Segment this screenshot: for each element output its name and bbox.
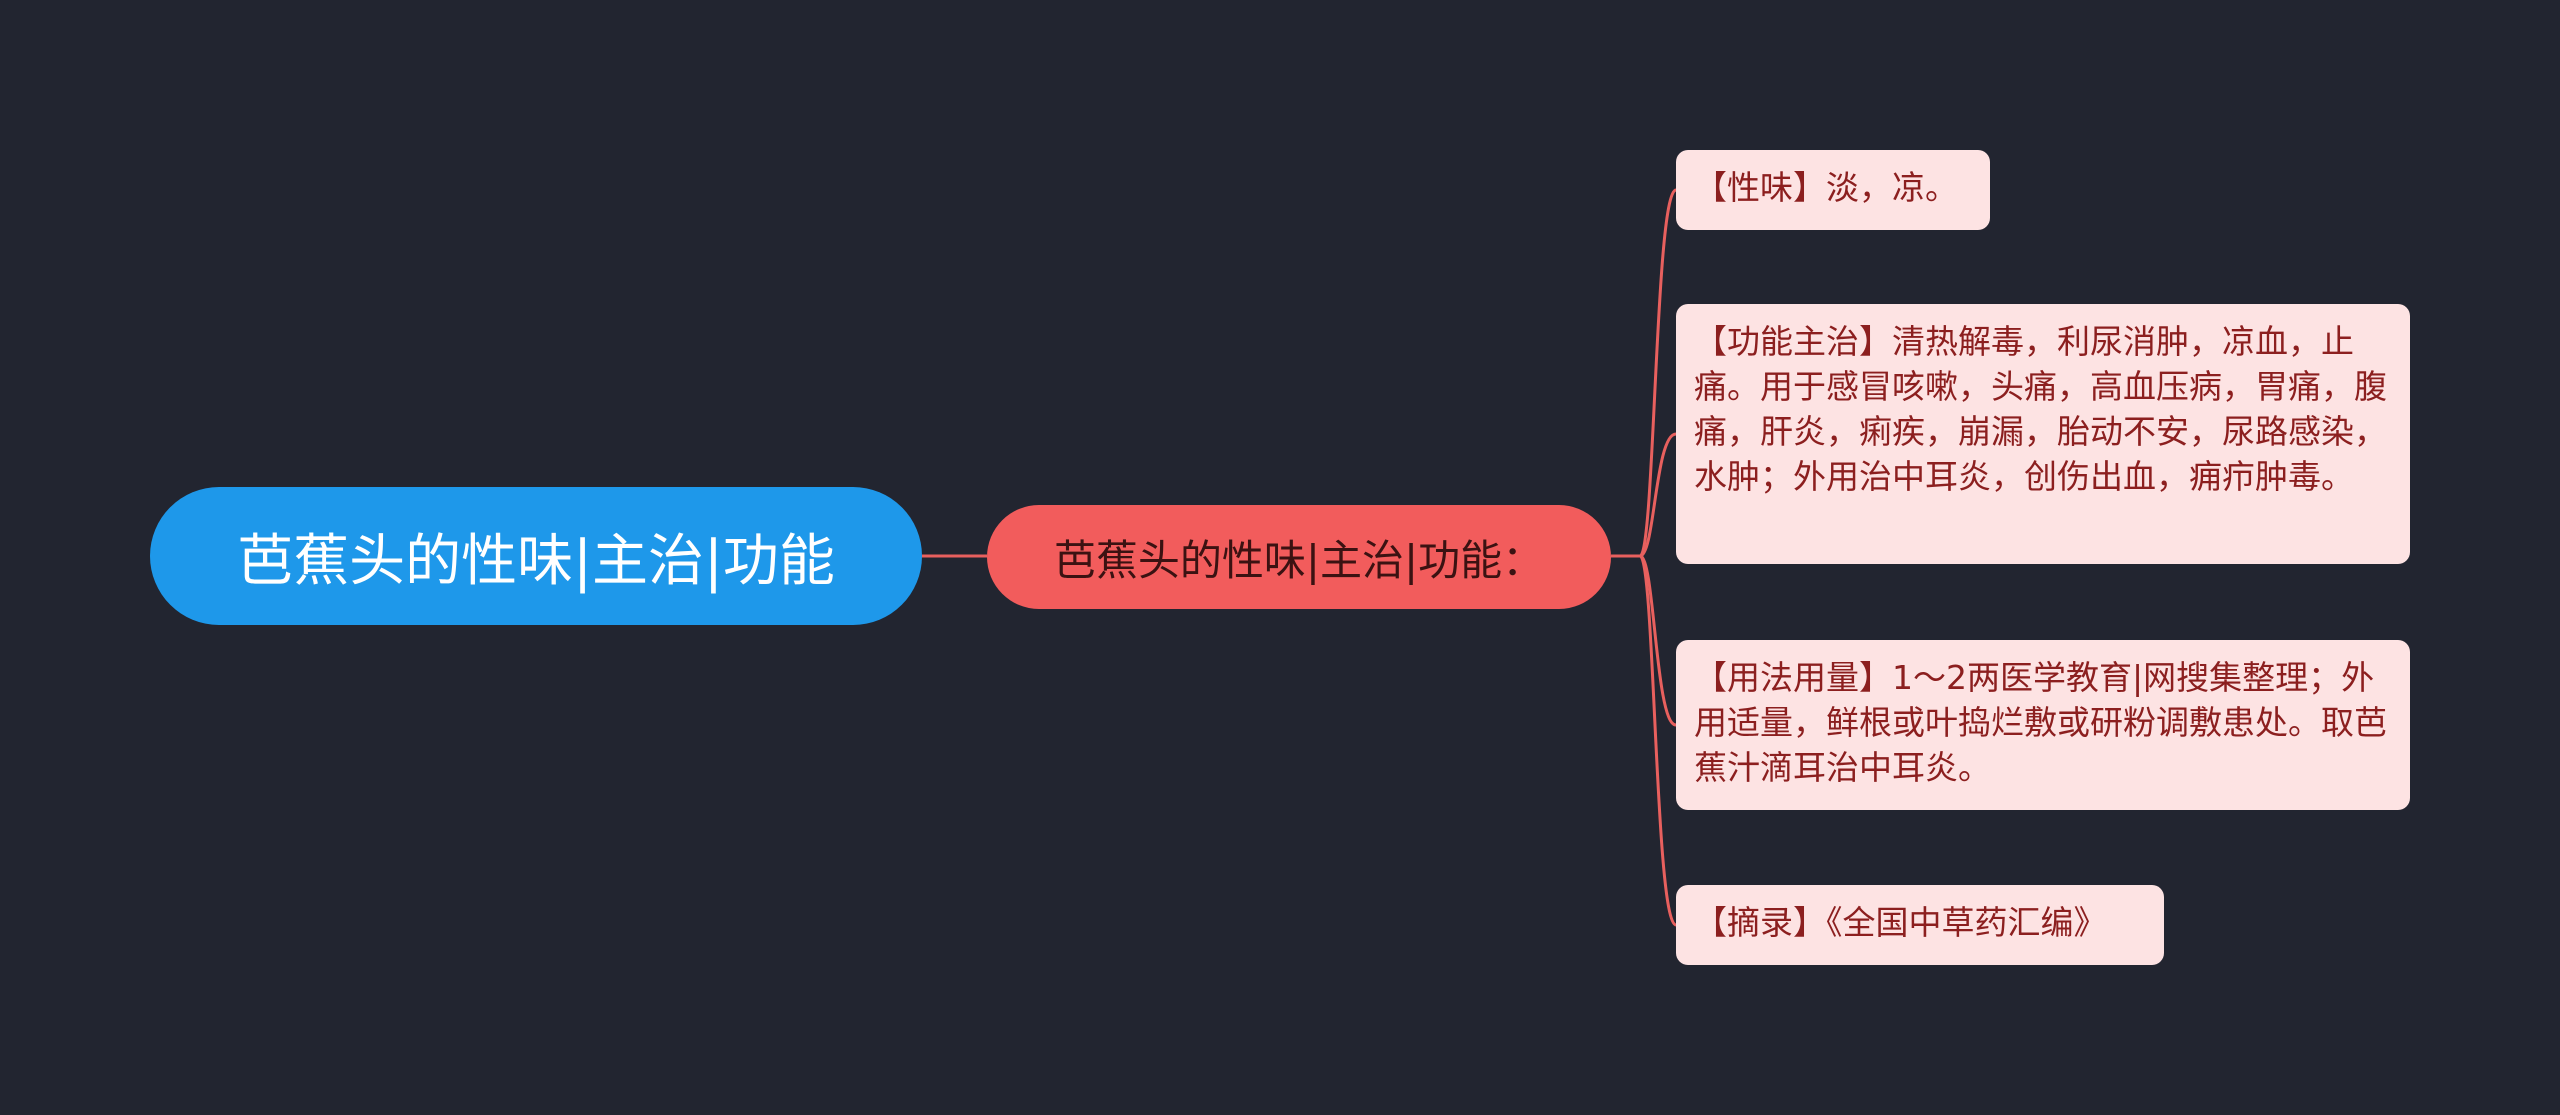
leaf-topic-label: 【摘录】《全国中草药汇编》	[1694, 903, 2107, 942]
connector-leaf-1	[1638, 188, 1678, 558]
leaf-topic-label: 【用法用量】1～2两医学教育|网搜集整理；外用适量，鲜根或叶捣烂敷或研粉调敷患处…	[1694, 658, 2387, 787]
connector-leaf-4	[1638, 554, 1678, 927]
branch-topic-label: 芭蕉头的性味|主治|功能：	[1053, 535, 1545, 585]
root-topic-label: 芭蕉头的性味|主治|功能	[237, 528, 835, 594]
leaf-topic-label: 【性味】淡，凉。	[1694, 168, 1958, 207]
root-topic[interactable]: 芭蕉头的性味|主治|功能	[150, 487, 922, 625]
leaf-topic-dosage[interactable]: 【用法用量】1～2两医学教育|网搜集整理；外用适量，鲜根或叶捣烂敷或研粉调敷患处…	[1676, 640, 2410, 810]
leaf-topic-label: 【功能主治】清热解毒，利尿消肿，凉血，止痛。用于感冒咳嗽，头痛，高血压病，胃痛，…	[1694, 322, 2387, 496]
leaf-topic-nature[interactable]: 【性味】淡，凉。	[1676, 150, 1990, 230]
leaf-topic-indications[interactable]: 【功能主治】清热解毒，利尿消肿，凉血，止痛。用于感冒咳嗽，头痛，高血压病，胃痛，…	[1676, 304, 2410, 564]
connector-leaf-2	[1639, 432, 1677, 558]
leaf-topic-source[interactable]: 【摘录】《全国中草药汇编》	[1676, 885, 2164, 965]
branch-topic[interactable]: 芭蕉头的性味|主治|功能：	[987, 505, 1611, 609]
